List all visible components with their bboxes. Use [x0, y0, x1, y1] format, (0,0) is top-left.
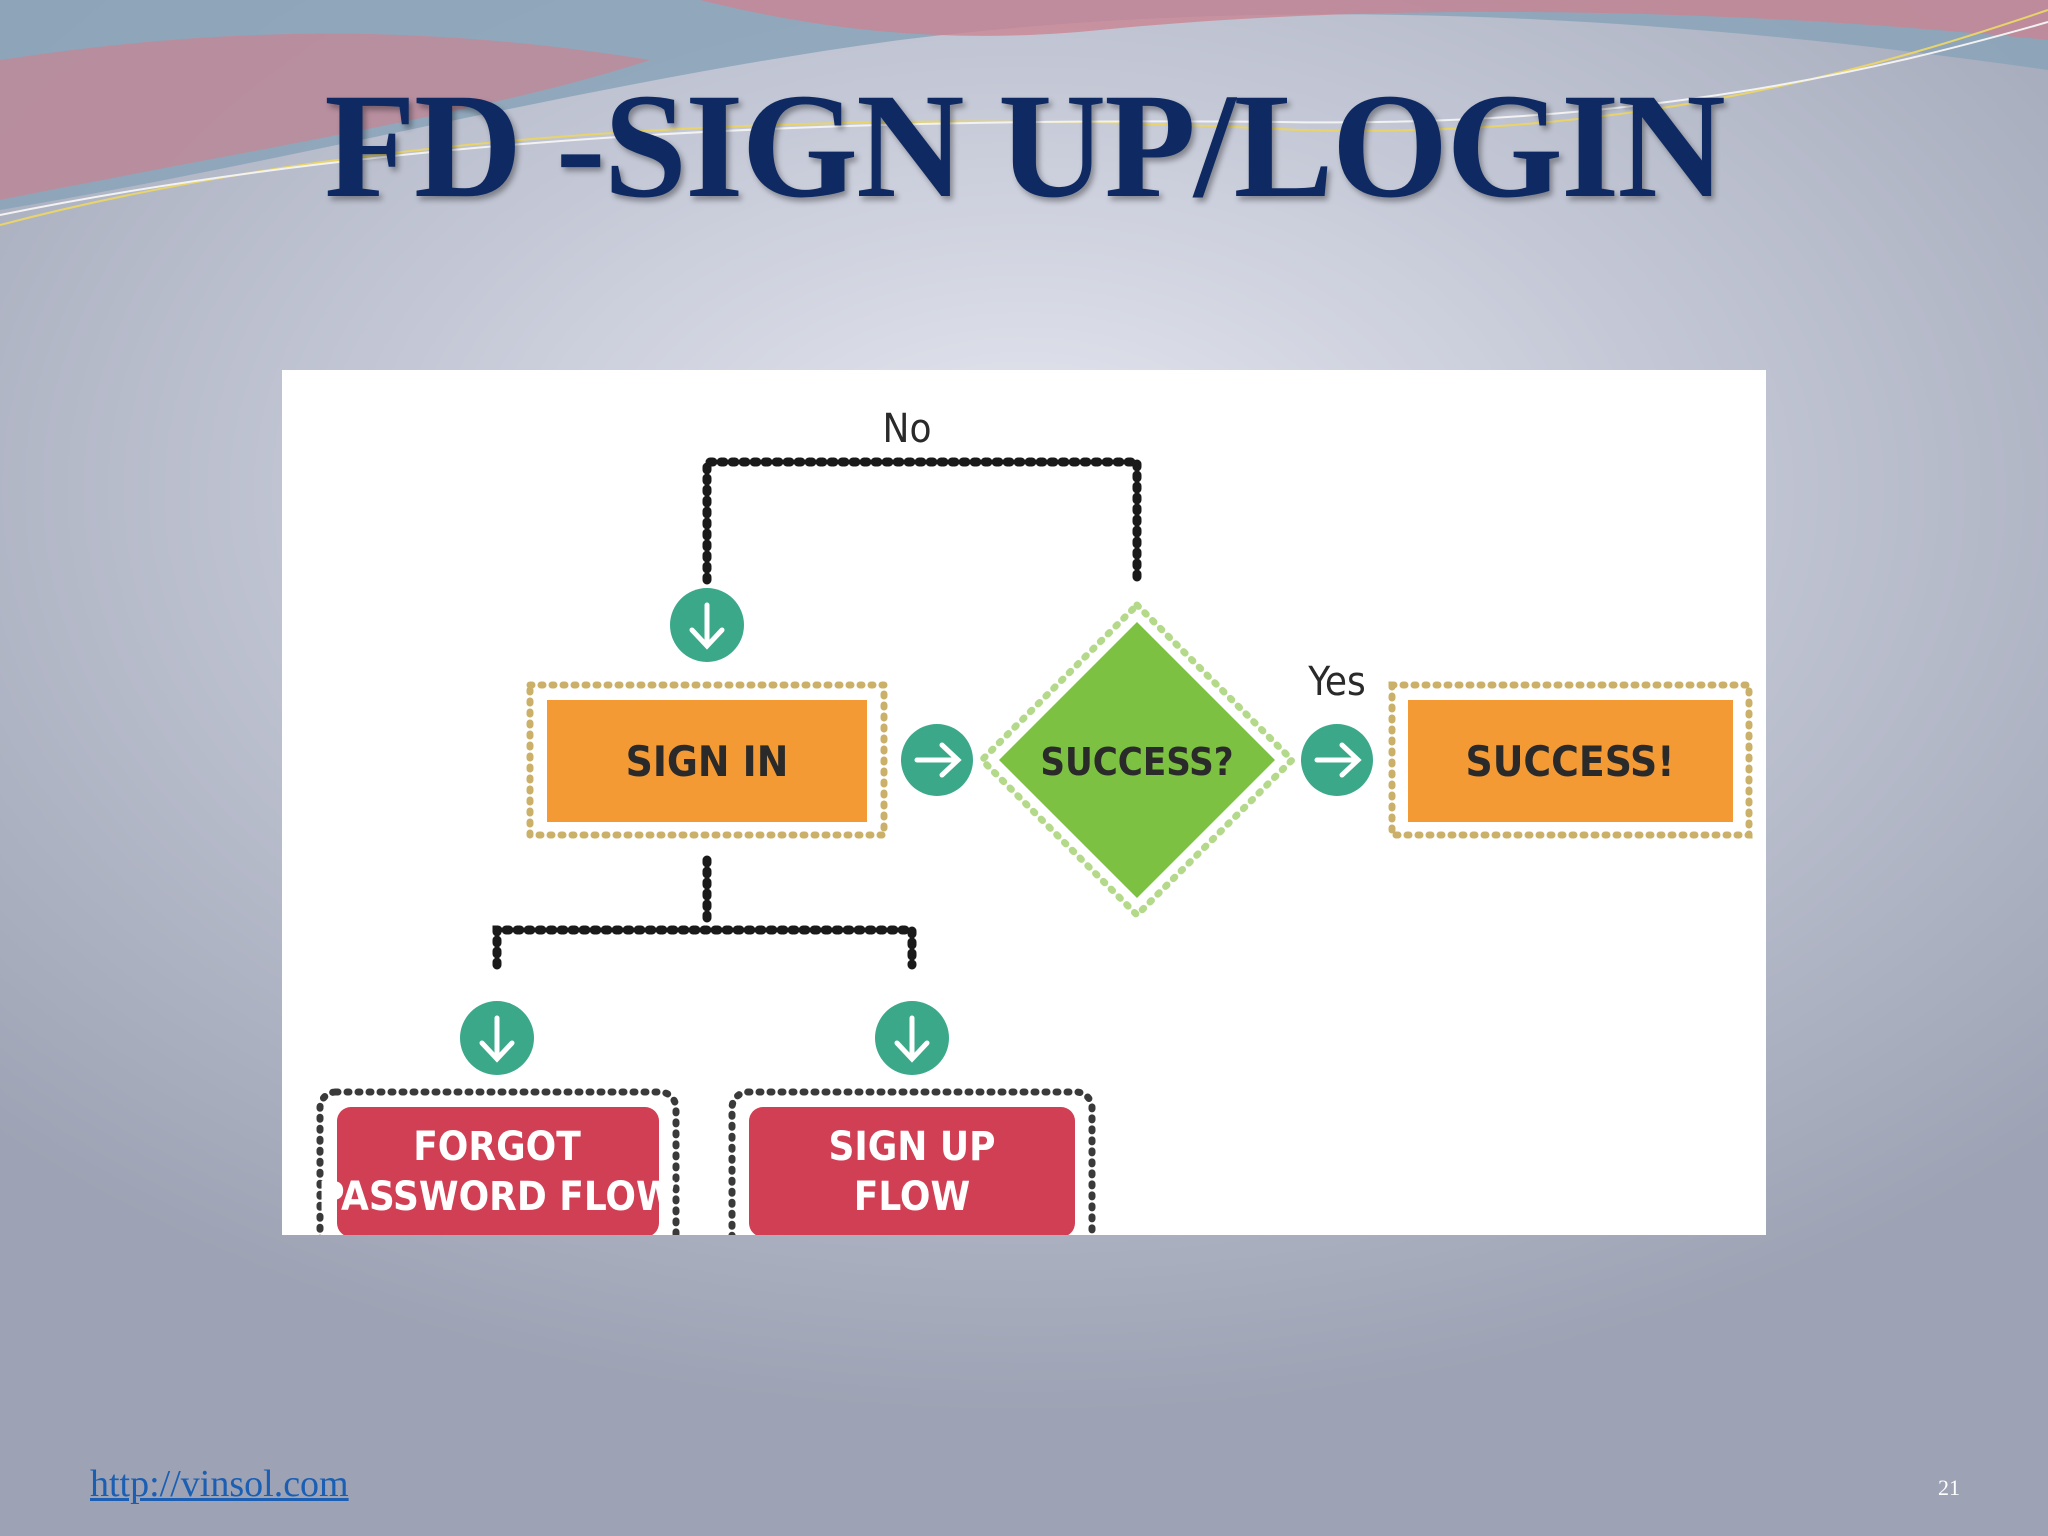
success-node: SUCCESS! [1388, 681, 1753, 839]
connector-lines [492, 457, 1142, 970]
forgot-label-line1: FORGOT [413, 1124, 581, 1170]
arrow-down-icon [875, 1001, 949, 1075]
signup-label-line1: SIGN UP [828, 1124, 995, 1170]
signup-label-line2: FLOW [854, 1174, 970, 1220]
sign-in-node: SIGN IN [526, 681, 888, 839]
branch-line [492, 925, 917, 970]
slide-number: 21 [1938, 1475, 1960, 1500]
decision-label: SUCCESS? [1040, 740, 1233, 784]
success-decision-node: SUCCESS? [977, 600, 1297, 920]
forgot-password-node: FORGOT PASSWORD FLOW [316, 1088, 680, 1235]
arrow-right-icon [901, 724, 973, 796]
header-swoosh [0, 0, 2048, 226]
no-edge-label: No [883, 406, 932, 452]
arrow-right-icon [1301, 724, 1373, 796]
arrow-down-icon [460, 1001, 534, 1075]
slide-title: FD -SIGN UP/LOGIN [324, 63, 1725, 229]
footer-link[interactable]: http://vinsol.com [90, 1463, 349, 1505]
success-label: SUCCESS! [1466, 737, 1675, 786]
sign-up-node: SIGN UP FLOW [728, 1088, 1096, 1235]
no-loop-line [702, 457, 1142, 585]
flowchart-panel: SIGN IN SUCCESS? SUCCESS! FORGOT PASSWOR… [282, 370, 1766, 1235]
forgot-label-line2: PASSWORD FLOW [318, 1174, 675, 1220]
flowchart: SIGN IN SUCCESS? SUCCESS! FORGOT PASSWOR… [316, 406, 1753, 1235]
arrow-down-icon [670, 588, 744, 662]
yes-edge-label: Yes [1307, 659, 1366, 705]
sign-in-label: SIGN IN [626, 737, 789, 786]
